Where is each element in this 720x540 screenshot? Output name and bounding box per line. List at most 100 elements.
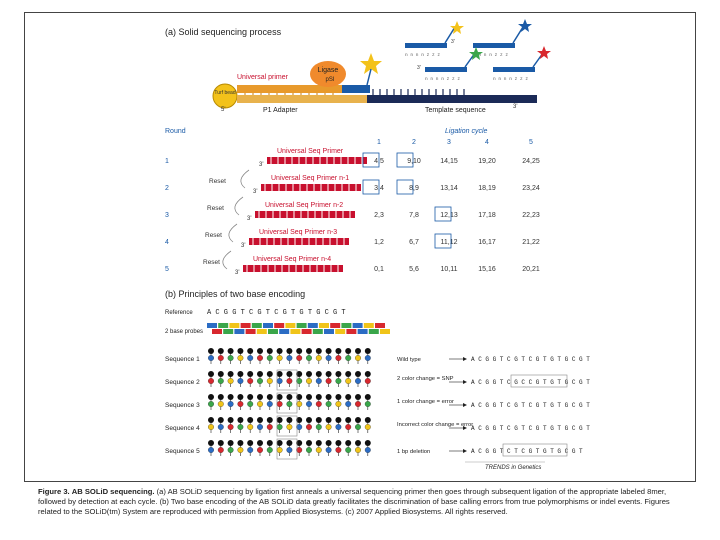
probe-head-dot (266, 440, 273, 446)
color-call-dot (266, 424, 273, 430)
probe-head-dot (296, 417, 303, 423)
color-call-dot (355, 447, 361, 453)
primer-bar (267, 157, 367, 164)
probe-head-dot (257, 371, 263, 377)
round-number: 5 (165, 266, 169, 273)
color-call-dot (217, 378, 224, 384)
probe-head-dot (355, 371, 361, 377)
probe-head-dot (217, 440, 224, 446)
color-call-dot (217, 401, 224, 407)
probe-head-dot (217, 371, 224, 377)
color-call-dot (247, 401, 254, 407)
sequence-result: A C G G T C G C C G T G T G C G T (471, 379, 590, 386)
ligase-icon: Ligase pSI (310, 61, 346, 87)
color-call-dot (355, 401, 361, 407)
color-call-dot (286, 447, 293, 453)
color-call-dot (315, 401, 322, 407)
round-number: 2 (165, 185, 169, 192)
color-call-dot (227, 447, 234, 453)
probe-head-dot (227, 394, 234, 400)
template-bar (367, 95, 537, 103)
reset-arrow-icon (234, 196, 244, 216)
probes-label: 2 base probes (165, 329, 203, 335)
color-call-dot (355, 378, 361, 384)
probe-head-dot (208, 371, 214, 377)
color-call-dot (315, 355, 322, 361)
probe-bar (342, 85, 370, 93)
color-call-dot (217, 447, 224, 453)
three-prime-marker: 3' (259, 162, 263, 168)
probe-head-dot (364, 417, 371, 423)
svg-text:n n n n z z z: n n n n z z z (473, 53, 508, 58)
sequence-label: Sequence 1 (165, 356, 200, 363)
color-call-dot (364, 401, 371, 407)
sequence-result: A C G G T C G T C G T G T G C G T (471, 425, 590, 432)
reset-label: Reset (207, 205, 224, 212)
reset-arrow-icon (222, 250, 232, 270)
color-call-dot (335, 355, 342, 361)
bead-label: Turf bead (214, 90, 235, 96)
probe-color-chip (341, 323, 352, 328)
color-call-dot (315, 424, 322, 430)
probe-head-dot (315, 394, 322, 400)
probe-color-chip (290, 329, 301, 334)
cycle-value: 5,6 (409, 266, 419, 273)
probe-color-chip (223, 329, 234, 334)
universal-primer-label: Universal primer (237, 74, 289, 81)
probe-color-chip (229, 323, 240, 328)
five-prime-left: 5' (221, 107, 225, 113)
color-call-dot (208, 378, 214, 384)
probe-head-dot (237, 394, 244, 400)
probe-head-dot (286, 371, 293, 377)
probe-color-chip (279, 329, 290, 334)
universal-primer-bar (237, 85, 342, 93)
sequence-result: A C G G T C G T C G T G T G C G T (471, 402, 590, 409)
color-call-dot (345, 355, 352, 361)
primer-label: Universal Seq Primer n-3 (259, 229, 337, 236)
sequence-note: Incorrect color change = error (397, 422, 473, 428)
cycle-value: 19,20 (478, 158, 496, 165)
cycle-header-3: 3 (447, 139, 451, 146)
color-call-dot (227, 355, 234, 361)
color-call-dot (257, 378, 263, 384)
color-call-dot (257, 401, 263, 407)
color-call-dot (276, 424, 283, 430)
three-prime-marker: 3' (241, 243, 245, 249)
template-label: Template sequence (425, 107, 486, 114)
sequence-note: 2 color change = SNP (397, 376, 454, 382)
probe-head-dot (364, 394, 371, 400)
probe-head-dot (217, 394, 224, 400)
color-call-dot (306, 447, 312, 453)
three-prime-marker: 3' (235, 270, 239, 276)
cycle-value: 15,16 (478, 266, 496, 273)
probe-head-dot (266, 348, 273, 354)
probe-head-dot (247, 417, 254, 423)
probe-head-dot (355, 348, 361, 354)
color-call-dot (296, 424, 303, 430)
color-call-dot (276, 378, 283, 384)
probe-head-dot (315, 348, 322, 354)
probe-head-dot (286, 394, 293, 400)
color-call-dot (247, 355, 254, 361)
color-call-dot (247, 424, 254, 430)
color-call-dot (345, 378, 352, 384)
probe-head-dot (276, 348, 283, 354)
cycle-value: 8,9 (409, 185, 419, 192)
probe-head-dot (276, 394, 283, 400)
sequence-result: A C G G T C T C G T G T G C G T (471, 448, 583, 455)
probe-head-dot (296, 371, 303, 377)
probe-head-dot (237, 440, 244, 446)
svg-text:3': 3' (451, 39, 455, 45)
sequence-note: Wild type (397, 357, 421, 363)
probe-head-dot (325, 348, 332, 354)
probe-color-chip (268, 329, 278, 334)
color-call-dot (247, 378, 254, 384)
probe-head-dot (208, 348, 214, 354)
cycle-header-1: 1 (377, 139, 381, 146)
variant-highlight-box (276, 392, 298, 414)
cycle-value: 14,15 (440, 158, 458, 165)
color-call-dot (306, 355, 312, 361)
